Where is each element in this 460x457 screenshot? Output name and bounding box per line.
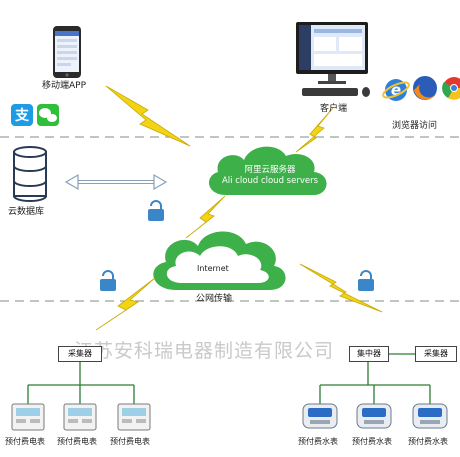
electricity-meter-icon — [117, 403, 151, 431]
ali-cloud-shape — [208, 146, 327, 196]
cloud-database-label: 云数据库 — [8, 207, 45, 217]
alipay-icon: 支 — [11, 104, 33, 126]
lightning-icon — [295, 107, 334, 153]
connector-lines-right — [319, 353, 431, 404]
lightning-icon — [105, 85, 191, 147]
padlock-icon — [358, 270, 374, 291]
padlock-icon — [148, 200, 164, 221]
smartphone-icon — [53, 26, 81, 78]
browser-access-label: 浏览器访问 — [392, 121, 438, 131]
svg-text:e: e — [391, 81, 401, 99]
public-network-label: 公网传输 — [196, 294, 233, 304]
desktop-computer-icon — [296, 22, 370, 97]
electricity-meter-icon — [11, 403, 45, 431]
internet-label: Internet — [197, 264, 229, 273]
water-meter-label: 预付费水表 — [408, 437, 448, 446]
sync-arrow-icon — [64, 173, 168, 191]
company-watermark: 江苏安科瑞电器制造有限公司 — [74, 340, 335, 362]
collector-right-box: 采集器 — [415, 346, 457, 362]
ali-cloud-label-cn: 阿里云服务器 — [244, 165, 296, 175]
water-meter-icon — [302, 403, 338, 429]
mobile-app-label: 移动端APP — [42, 81, 87, 91]
lightning-icon — [95, 277, 156, 331]
chrome-browser-icon — [442, 77, 460, 100]
electricity-meter-icon — [63, 403, 97, 431]
lightning-icon — [185, 195, 226, 239]
water-meter-icon — [412, 403, 448, 429]
water-meter-label: 预付费水表 — [352, 437, 392, 446]
ali-cloud-label-en: Ali cloud cloud servers — [221, 176, 318, 186]
lightning-icon — [299, 263, 383, 313]
ie-browser-icon: e — [382, 79, 410, 101]
concentrator-box: 集中器 — [349, 346, 389, 362]
wechat-icon — [37, 104, 59, 126]
firefox-browser-icon — [413, 76, 437, 100]
svg-text:支: 支 — [14, 107, 30, 124]
meter-label: 预付费电表 — [5, 437, 45, 446]
meter-label: 预付费电表 — [110, 437, 150, 446]
meter-label: 预付费电表 — [57, 437, 97, 446]
client-label: 客户端 — [320, 104, 348, 114]
padlock-icon — [100, 270, 116, 291]
water-meter-icon — [356, 403, 392, 429]
connector-lines-left — [27, 360, 135, 404]
water-meter-label: 预付费水表 — [298, 437, 338, 446]
database-icon — [13, 146, 47, 202]
internet-cloud-shape — [153, 231, 286, 290]
collector-left-box: 采集器 — [58, 346, 102, 362]
